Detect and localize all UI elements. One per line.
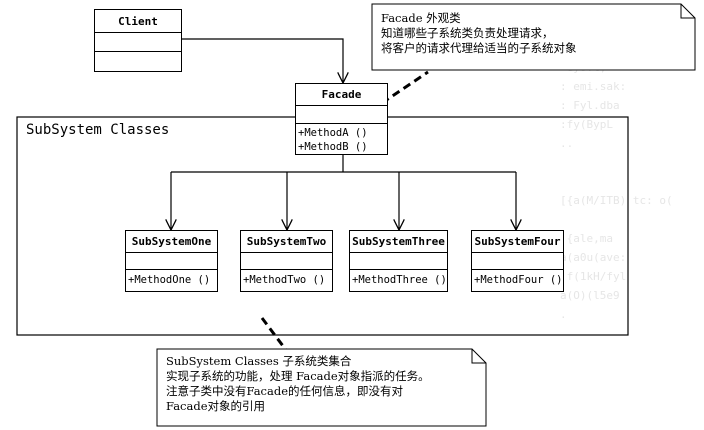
class-attributes [350,253,447,270]
subsystem-note: SubSystem Classes 子系统类集合 实现子系统的功能，处理 Fac… [158,350,472,425]
class-name: SubSystemOne [126,231,217,253]
class-operations: +MethodFour () [472,270,563,287]
operation: +MethodTwo () [243,274,326,286]
note-line: 知道哪些子系统类负责处理请求， [381,26,554,40]
class-subsystem-three[interactable]: SubSystemThree +MethodThree () [349,230,448,292]
class-name: SubSystemTwo [241,231,332,253]
package-label: SubSystem Classes [26,122,170,138]
note-line: Facade对象的引用 [166,399,266,413]
note-line: SubSystem Classes 子系统类集合 [166,354,352,368]
operation: +MethodThree () [352,274,447,286]
class-operations: +MethodA () +MethodB () [296,124,387,154]
operation: +MethodOne () [128,274,211,286]
class-operations: +MethodOne () [126,270,217,287]
facade-note-shape [371,3,696,71]
note-line: 实现子系统的功能，处理 Facade对象指派的任务。 [166,369,430,383]
facade-note-anchor [381,70,429,105]
operation: +MethodFour () [474,274,563,286]
class-client[interactable]: Client [94,9,182,72]
class-name: SubSystemFour [472,231,563,253]
class-subsystem-two[interactable]: SubSystemTwo +MethodTwo () [240,230,333,292]
class-name: Client [95,10,181,33]
subsystem-note-anchor [260,317,288,351]
note-line: 注意子类中没有Facade的任何信息，即没有对 [166,384,404,398]
note-line: 将客户的请求代理给适当的子系统对象 [381,41,577,55]
subsystem-note-shape [156,348,487,427]
note-line: Facade 外观类 [381,11,461,25]
class-facade[interactable]: Facade +MethodA () +MethodB () [295,83,388,155]
class-subsystem-one[interactable]: SubSystemOne +MethodOne () [125,230,218,292]
class-attributes [95,33,181,52]
facade-note: Facade 外观类 知道哪些子系统类负责处理请求， 将客户的请求代理给适当的子… [373,5,679,69]
class-attributes [472,253,563,270]
class-operations: +MethodThree () [350,270,447,287]
operation: +MethodA () [298,127,368,139]
class-name: Facade [296,84,387,106]
class-attributes [296,106,387,124]
class-attributes [241,253,332,270]
class-operations: +MethodTwo () [241,270,332,287]
class-attributes [126,253,217,270]
class-subsystem-four[interactable]: SubSystemFour +MethodFour () [471,230,564,292]
class-name: SubSystemThree [350,231,447,253]
operation: +MethodB () [298,141,368,153]
